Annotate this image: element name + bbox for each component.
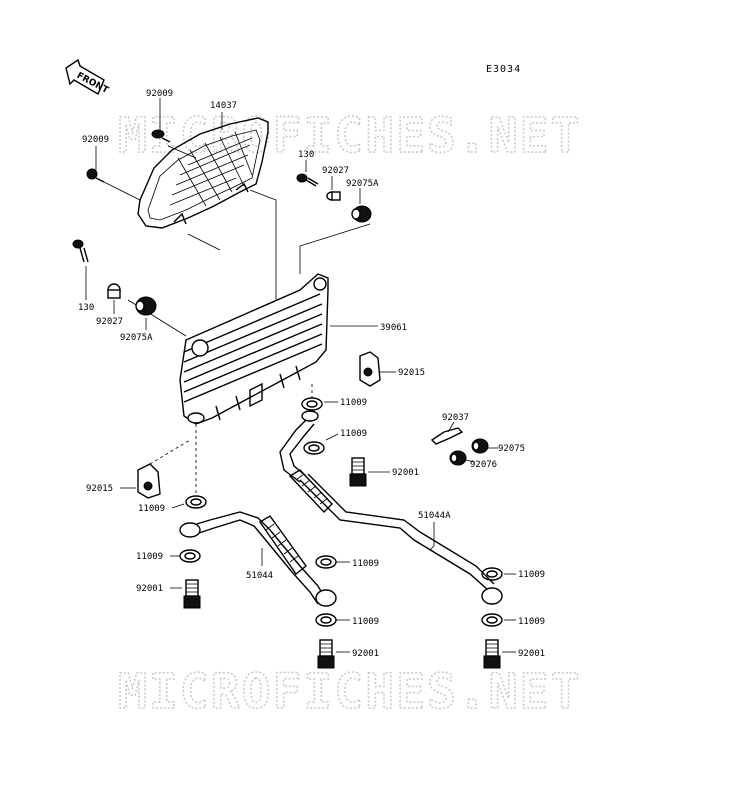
collar-92027-right [326, 191, 341, 201]
damper-92075A-right [351, 205, 372, 223]
front-arrow-icon: FRONT [65, 58, 111, 96]
label-damper-92075A-right: 92075A [346, 179, 379, 189]
bolt-130-right [296, 173, 319, 187]
label-gasket-11009-h: 11009 [518, 617, 545, 627]
gasket-11009-g [315, 613, 337, 627]
gasket-11009-f [481, 567, 503, 581]
oil-hose-51044 [179, 511, 337, 607]
label-bracket-92015-left: 92015 [86, 484, 113, 494]
screw-92009-left [86, 168, 105, 183]
label-gasket-11009-c: 11009 [138, 504, 165, 514]
label-cooler-39061: 39061 [380, 323, 407, 333]
damper-92075A-left [135, 296, 157, 316]
label-bolt-92001-d: 92001 [518, 649, 545, 659]
watermark-top: MICROFICHES.NET [118, 108, 581, 164]
gasket-11009-b [303, 441, 325, 455]
clip-92037 [430, 427, 464, 445]
collar-92027-left [107, 283, 121, 299]
gasket-11009-d [179, 549, 201, 563]
nut-92076 [449, 450, 467, 466]
bracket-92015-right [359, 351, 381, 387]
label-clip-92037: 92037 [442, 413, 469, 423]
label-gasket-11009-b: 11009 [340, 429, 367, 439]
label-bolt-92001-a: 92001 [392, 468, 419, 478]
label-collar-92027-right: 92027 [322, 166, 349, 176]
guard-screen-14037 [137, 117, 269, 229]
bolt-130-left [72, 239, 89, 263]
label-gasket-11009-f: 11009 [518, 570, 545, 580]
label-gasket-11009-a: 11009 [340, 398, 367, 408]
oil-hose-51044A [279, 410, 503, 605]
gasket-11009-e [315, 555, 337, 569]
label-hose-51044A: 51044A [418, 511, 451, 521]
label-collar-92027-left: 92027 [96, 317, 123, 327]
label-guard-14037: 14037 [210, 101, 237, 111]
watermark-bottom: MICROFICHES.NET [118, 664, 581, 720]
banjo-bolt-92001-d [483, 639, 501, 669]
label-hose-51044: 51044 [246, 571, 273, 581]
gasket-11009-c [185, 495, 207, 509]
label-screw-92009-top: 92009 [146, 89, 173, 99]
label-bolt-130-left: 130 [78, 303, 94, 313]
label-bracket-92015-right: 92015 [398, 368, 425, 378]
label-gasket-11009-d: 11009 [136, 552, 163, 562]
banjo-bolt-92001-a [349, 457, 367, 487]
banjo-bolt-92001-b [183, 579, 201, 609]
screw-92009-top [151, 129, 171, 143]
label-screw-92009-left: 92009 [82, 135, 109, 145]
gasket-11009-a [301, 397, 323, 411]
nut-92075 [471, 438, 489, 454]
label-bolt-130-right: 130 [298, 150, 314, 160]
label-nut-92076: 92076 [470, 460, 497, 470]
label-gasket-11009-g: 11009 [352, 617, 379, 627]
bracket-92015-left [137, 463, 161, 499]
diagram-code: E3034 [486, 64, 521, 75]
banjo-bolt-92001-c [317, 639, 335, 669]
label-nut-92075: 92075 [498, 444, 525, 454]
label-bolt-92001-c: 92001 [352, 649, 379, 659]
gasket-11009-h [481, 613, 503, 627]
label-gasket-11009-e: 11009 [352, 559, 379, 569]
label-bolt-92001-b: 92001 [136, 584, 163, 594]
oil-cooler-39061 [179, 273, 329, 425]
label-damper-92075A-left: 92075A [120, 333, 153, 343]
